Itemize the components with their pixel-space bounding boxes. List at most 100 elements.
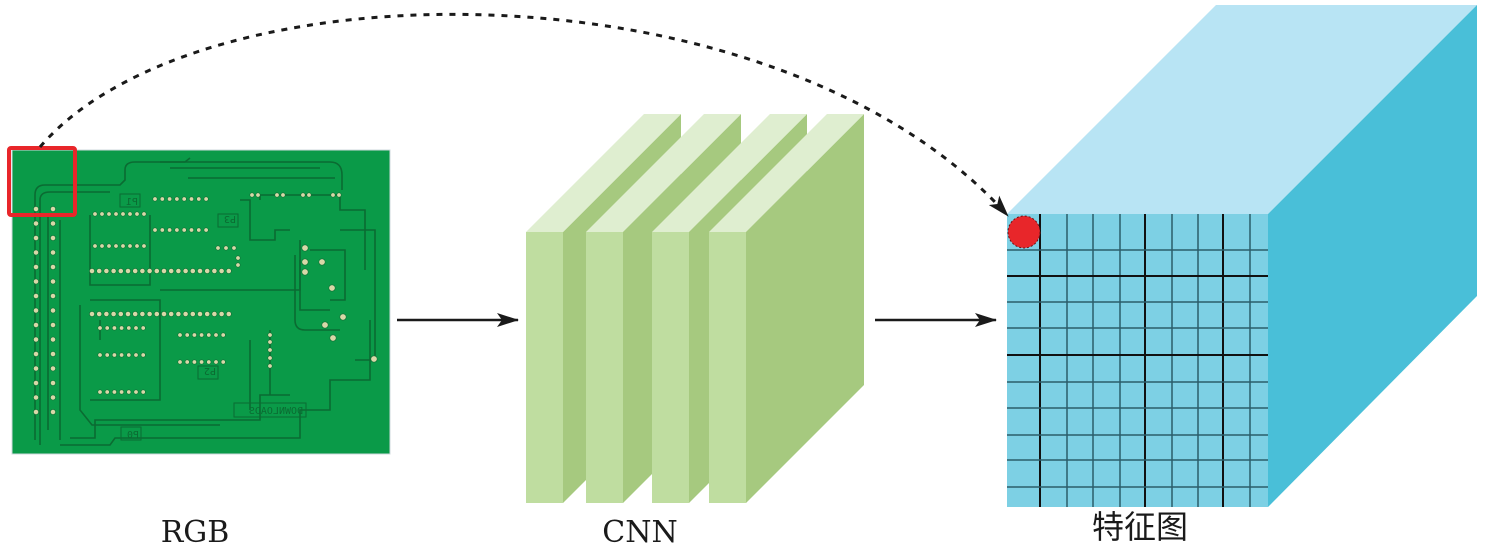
pcb-pad — [104, 352, 110, 358]
pcb-pad — [153, 311, 160, 317]
pcb-pad — [92, 243, 98, 249]
pcb-pad — [181, 227, 187, 233]
pcb-pad — [301, 258, 309, 266]
pcb-pad — [50, 235, 56, 241]
pcb-pad — [140, 352, 146, 358]
pcb-pad — [50, 264, 56, 270]
pcb-pad — [152, 196, 158, 202]
pcb-pad — [125, 268, 131, 274]
pcb-pad — [321, 321, 329, 329]
pcb-pad — [33, 307, 39, 314]
pcb-pad — [50, 365, 56, 372]
pcb-pad — [215, 245, 221, 251]
pcb-pad — [146, 311, 153, 317]
pcb-pad — [33, 365, 39, 372]
pcb-pad — [177, 359, 183, 365]
pcb-pad — [33, 380, 39, 386]
pcb-pad — [99, 211, 105, 217]
pcb-pad — [106, 211, 112, 217]
pcb-pad — [126, 389, 132, 395]
pcb-pad — [161, 311, 167, 317]
pcb-pad — [33, 293, 39, 299]
cnn-layer-top — [709, 114, 864, 232]
pcb-pad — [231, 245, 237, 251]
pcb-pad — [146, 268, 153, 274]
pcb-pad — [161, 268, 167, 274]
cnn-layer — [709, 114, 864, 503]
pcb-trace — [160, 161, 343, 190]
pcb-pad — [133, 325, 139, 331]
pcb-pad — [50, 249, 56, 256]
pcb-pad — [249, 192, 255, 198]
pcb-pad — [159, 196, 165, 202]
pcb-pad — [220, 359, 226, 365]
pcb-pad — [339, 313, 347, 321]
pcb-pad — [184, 359, 190, 365]
pcb-pad — [336, 192, 342, 198]
pcb-label-p1: P1 — [126, 197, 138, 208]
highlight-region-box — [7, 146, 77, 217]
cnn-layer-front — [709, 232, 746, 503]
pcb-pad — [33, 278, 39, 285]
receptive-field-dotted-arrow — [38, 12, 1010, 217]
pcb-pad — [134, 211, 140, 217]
pcb-pad — [139, 311, 146, 317]
pcb-pad — [33, 220, 39, 227]
cube-front-face — [1007, 214, 1268, 507]
pcb-pad — [126, 325, 132, 331]
pcb-pad — [110, 311, 117, 317]
pcb-pad — [174, 227, 180, 233]
pcb-trace — [310, 249, 346, 301]
pcb-pad — [218, 311, 225, 317]
cnn-block — [526, 114, 864, 503]
pcb-pad — [97, 325, 103, 331]
pcb-trace — [340, 229, 376, 361]
pcb-pad — [50, 307, 56, 314]
pcb-trace — [60, 320, 371, 446]
pcb-pad — [204, 268, 211, 274]
pcb-pad — [199, 332, 205, 338]
pcb-pad — [50, 220, 56, 227]
pcb-pad — [225, 311, 232, 317]
feature-map-grid — [1007, 214, 1268, 507]
pcb-pad — [213, 359, 219, 365]
pcb-pad — [96, 311, 103, 317]
pcb-pad — [111, 325, 117, 331]
pcb-pad — [301, 244, 309, 252]
pcb-pad — [125, 311, 131, 317]
pcb-pad — [133, 389, 139, 395]
pcb-pad — [167, 227, 173, 233]
pcb-pad — [99, 243, 105, 249]
pcb-pad — [119, 325, 125, 331]
pcb-pad — [184, 332, 190, 338]
pcb-pad — [225, 268, 232, 274]
pcb-pad — [134, 243, 140, 249]
pcb-silkscreen: P1 P3 P2 P0 DOWNLOADS — [119, 193, 307, 441]
pcb-pad — [152, 227, 158, 233]
pcb-pad — [267, 363, 273, 369]
label-feature-map: 特征图 — [1091, 508, 1189, 546]
pcb-pad — [211, 311, 218, 317]
pcb-pad — [141, 243, 147, 249]
pcb-pad — [50, 278, 56, 285]
cnn-layer-front — [586, 232, 623, 503]
pcb-label-p2: P2 — [204, 365, 216, 376]
pcb-pad — [168, 268, 175, 274]
label-rgb: RGB — [160, 515, 230, 550]
pcb-pad — [89, 268, 95, 274]
pcb-pad — [189, 311, 196, 317]
pcb-pad — [177, 332, 183, 338]
pcb-trace — [39, 191, 110, 445]
pcb-trace — [70, 394, 290, 439]
pcb-pad — [127, 243, 133, 249]
pcb-pad — [139, 268, 146, 274]
pcb-pad — [33, 235, 39, 241]
pcb-pad — [119, 389, 125, 395]
pcb-pad — [370, 355, 378, 363]
pcb-pad — [213, 332, 219, 338]
pcb-pad — [140, 325, 146, 331]
label-cnn: CNN — [602, 515, 678, 550]
pcb-label-p0: P0 — [127, 430, 139, 441]
pcb-pad — [167, 196, 173, 202]
